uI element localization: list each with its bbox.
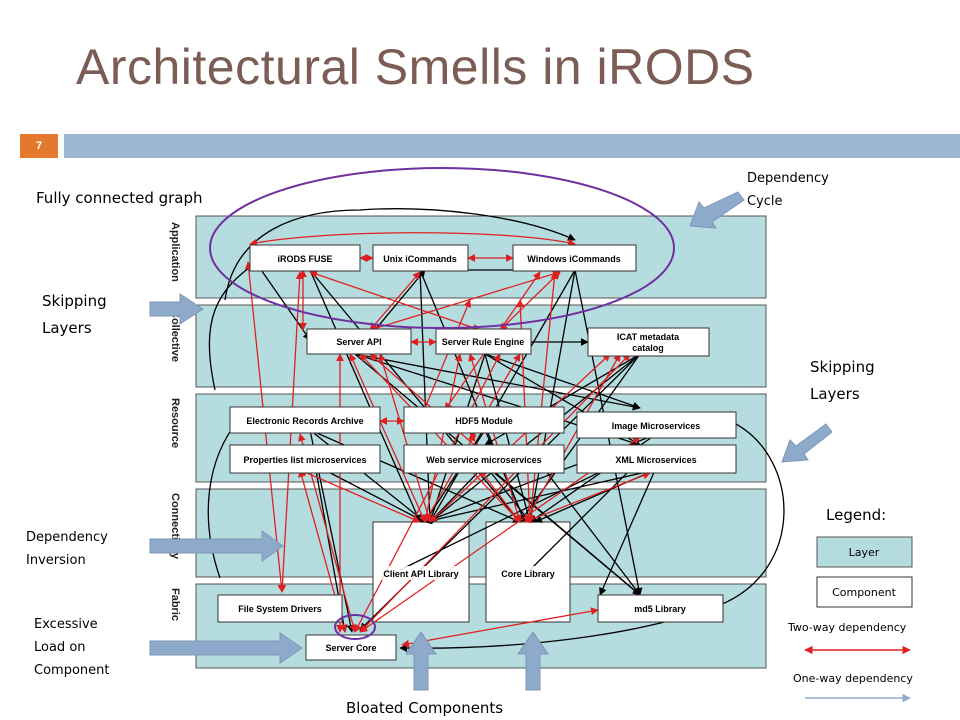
callout-arrow-bloated-right bbox=[517, 631, 549, 691]
callout-arrow-skipping-layers-right bbox=[781, 423, 833, 463]
annotation-dependency-inversion-line2: Inversion bbox=[26, 553, 86, 568]
slide-title: Architectural Smells in iRODS bbox=[76, 39, 755, 95]
component-label-hdf5-module: HDF5 Module bbox=[455, 416, 513, 426]
component-label-icat-line2: catalog bbox=[632, 343, 664, 353]
callout-arrows bbox=[149, 191, 833, 691]
component-box-properties-list-microservices bbox=[229, 444, 381, 474]
annotation-skipping-layers-left-line2: Layers bbox=[42, 319, 92, 337]
annotation-fully-connected-graph: Fully connected graph bbox=[36, 189, 203, 207]
callout-arrow-skipping-layers-left bbox=[149, 293, 204, 325]
component-box-md5-library bbox=[597, 594, 724, 623]
legend-component-swatch bbox=[816, 576, 913, 608]
component-box-electronic-records-archive bbox=[229, 406, 381, 434]
annotation-skipping-layers-right-line1: Skipping bbox=[810, 358, 875, 376]
legend-layer-swatch bbox=[816, 536, 913, 568]
component-label-image-microservices: Image Microservices bbox=[612, 421, 701, 431]
components: iRODS FUSE Unix iCommands Windows iComma… bbox=[217, 244, 737, 661]
callout-arrow-dependency-cycle bbox=[689, 191, 745, 229]
header-bar bbox=[64, 134, 960, 158]
annotation-skipping-layers-right-line2: Layers bbox=[810, 385, 860, 403]
legend-one-way-label: One-way dependency bbox=[793, 672, 913, 685]
component-label-bg-client-api bbox=[378, 566, 466, 580]
callout-arrow-bloated-left bbox=[405, 631, 437, 691]
component-label-client-api-library: Client API Library bbox=[383, 569, 458, 579]
layer-connectivity bbox=[195, 488, 767, 578]
annotation-excessive-load-line2: Load on bbox=[34, 640, 86, 655]
component-label-server-rule-engine: Server Rule Engine bbox=[442, 337, 525, 347]
annotations: Fully connected graph Dependency Cycle S… bbox=[26, 171, 875, 717]
layer-label-collective: Collective bbox=[169, 310, 181, 362]
component-label-windows-icommands: Windows iCommands bbox=[527, 254, 620, 264]
callout-arrow-excessive-load bbox=[149, 632, 303, 664]
component-box-windows-icommands bbox=[512, 244, 637, 272]
legend-two-way-label: Two-way dependency bbox=[787, 621, 907, 634]
annotation-dependency-cycle-line2: Cycle bbox=[747, 194, 783, 209]
component-label-electronic-records-archive: Electronic Records Archive bbox=[246, 416, 363, 426]
layer-labels: Application Collective Resource Connecti… bbox=[169, 222, 181, 621]
layer-label-resource: Resource bbox=[169, 398, 181, 448]
component-label-file-system-drivers: File System Drivers bbox=[238, 604, 322, 614]
server-core-load-highlight bbox=[334, 614, 376, 640]
layer-label-fabric: Fabric bbox=[169, 588, 181, 621]
component-label-web-service-microservices: Web service microservices bbox=[426, 455, 541, 465]
annotation-excessive-load-line1: Excessive bbox=[34, 617, 98, 632]
component-label-md5-library: md5 Library bbox=[634, 604, 686, 614]
component-label-bg-core-library bbox=[492, 566, 564, 580]
component-label-xml-microservices: XML Microservices bbox=[615, 455, 696, 465]
component-label-irods-fuse: iRODS FUSE bbox=[277, 254, 332, 264]
component-box-file-system-drivers bbox=[217, 594, 343, 623]
component-label-icat-line1: ICAT metadata bbox=[617, 332, 680, 342]
annotation-dependency-inversion-line1: Dependency bbox=[26, 530, 108, 545]
component-box-web-service-microservices bbox=[403, 444, 565, 474]
component-box-icat-catalog bbox=[587, 327, 710, 357]
component-box-server-rule-engine bbox=[435, 328, 532, 355]
fully-connected-graph-highlight bbox=[209, 167, 675, 329]
legend-title: Legend: bbox=[826, 506, 886, 524]
callout-arrow-dependency-inversion bbox=[149, 530, 284, 562]
component-label-properties-list-microservices: Properties list microservices bbox=[243, 455, 366, 465]
legend-layer-label: Layer bbox=[849, 546, 880, 559]
legend-component-label: Component bbox=[832, 586, 897, 599]
annotation-bloated-components: Bloated Components bbox=[346, 699, 503, 717]
component-box-irods-fuse bbox=[249, 244, 361, 272]
component-label-core-library: Core Library bbox=[501, 569, 555, 579]
component-box-xml-microservices bbox=[576, 444, 737, 474]
component-box-image-microservices bbox=[576, 411, 737, 439]
page-number-badge: 7 bbox=[20, 134, 58, 158]
component-box-server-api bbox=[306, 328, 412, 355]
annotation-skipping-layers-left-line1: Skipping bbox=[42, 292, 107, 310]
layer-label-application: Application bbox=[169, 222, 181, 282]
component-label-server-api: Server API bbox=[336, 337, 381, 347]
component-box-hdf5-module bbox=[403, 406, 565, 434]
component-box-unix-icommands bbox=[372, 244, 469, 272]
component-label-server-core: Server Core bbox=[325, 643, 376, 653]
annotation-excessive-load-line3: Component bbox=[34, 663, 109, 678]
component-label-unix-icommands: Unix iCommands bbox=[383, 254, 457, 264]
legend: Legend: Layer Component Two-way dependen… bbox=[787, 506, 913, 703]
annotation-dependency-cycle-line1: Dependency bbox=[747, 171, 829, 186]
